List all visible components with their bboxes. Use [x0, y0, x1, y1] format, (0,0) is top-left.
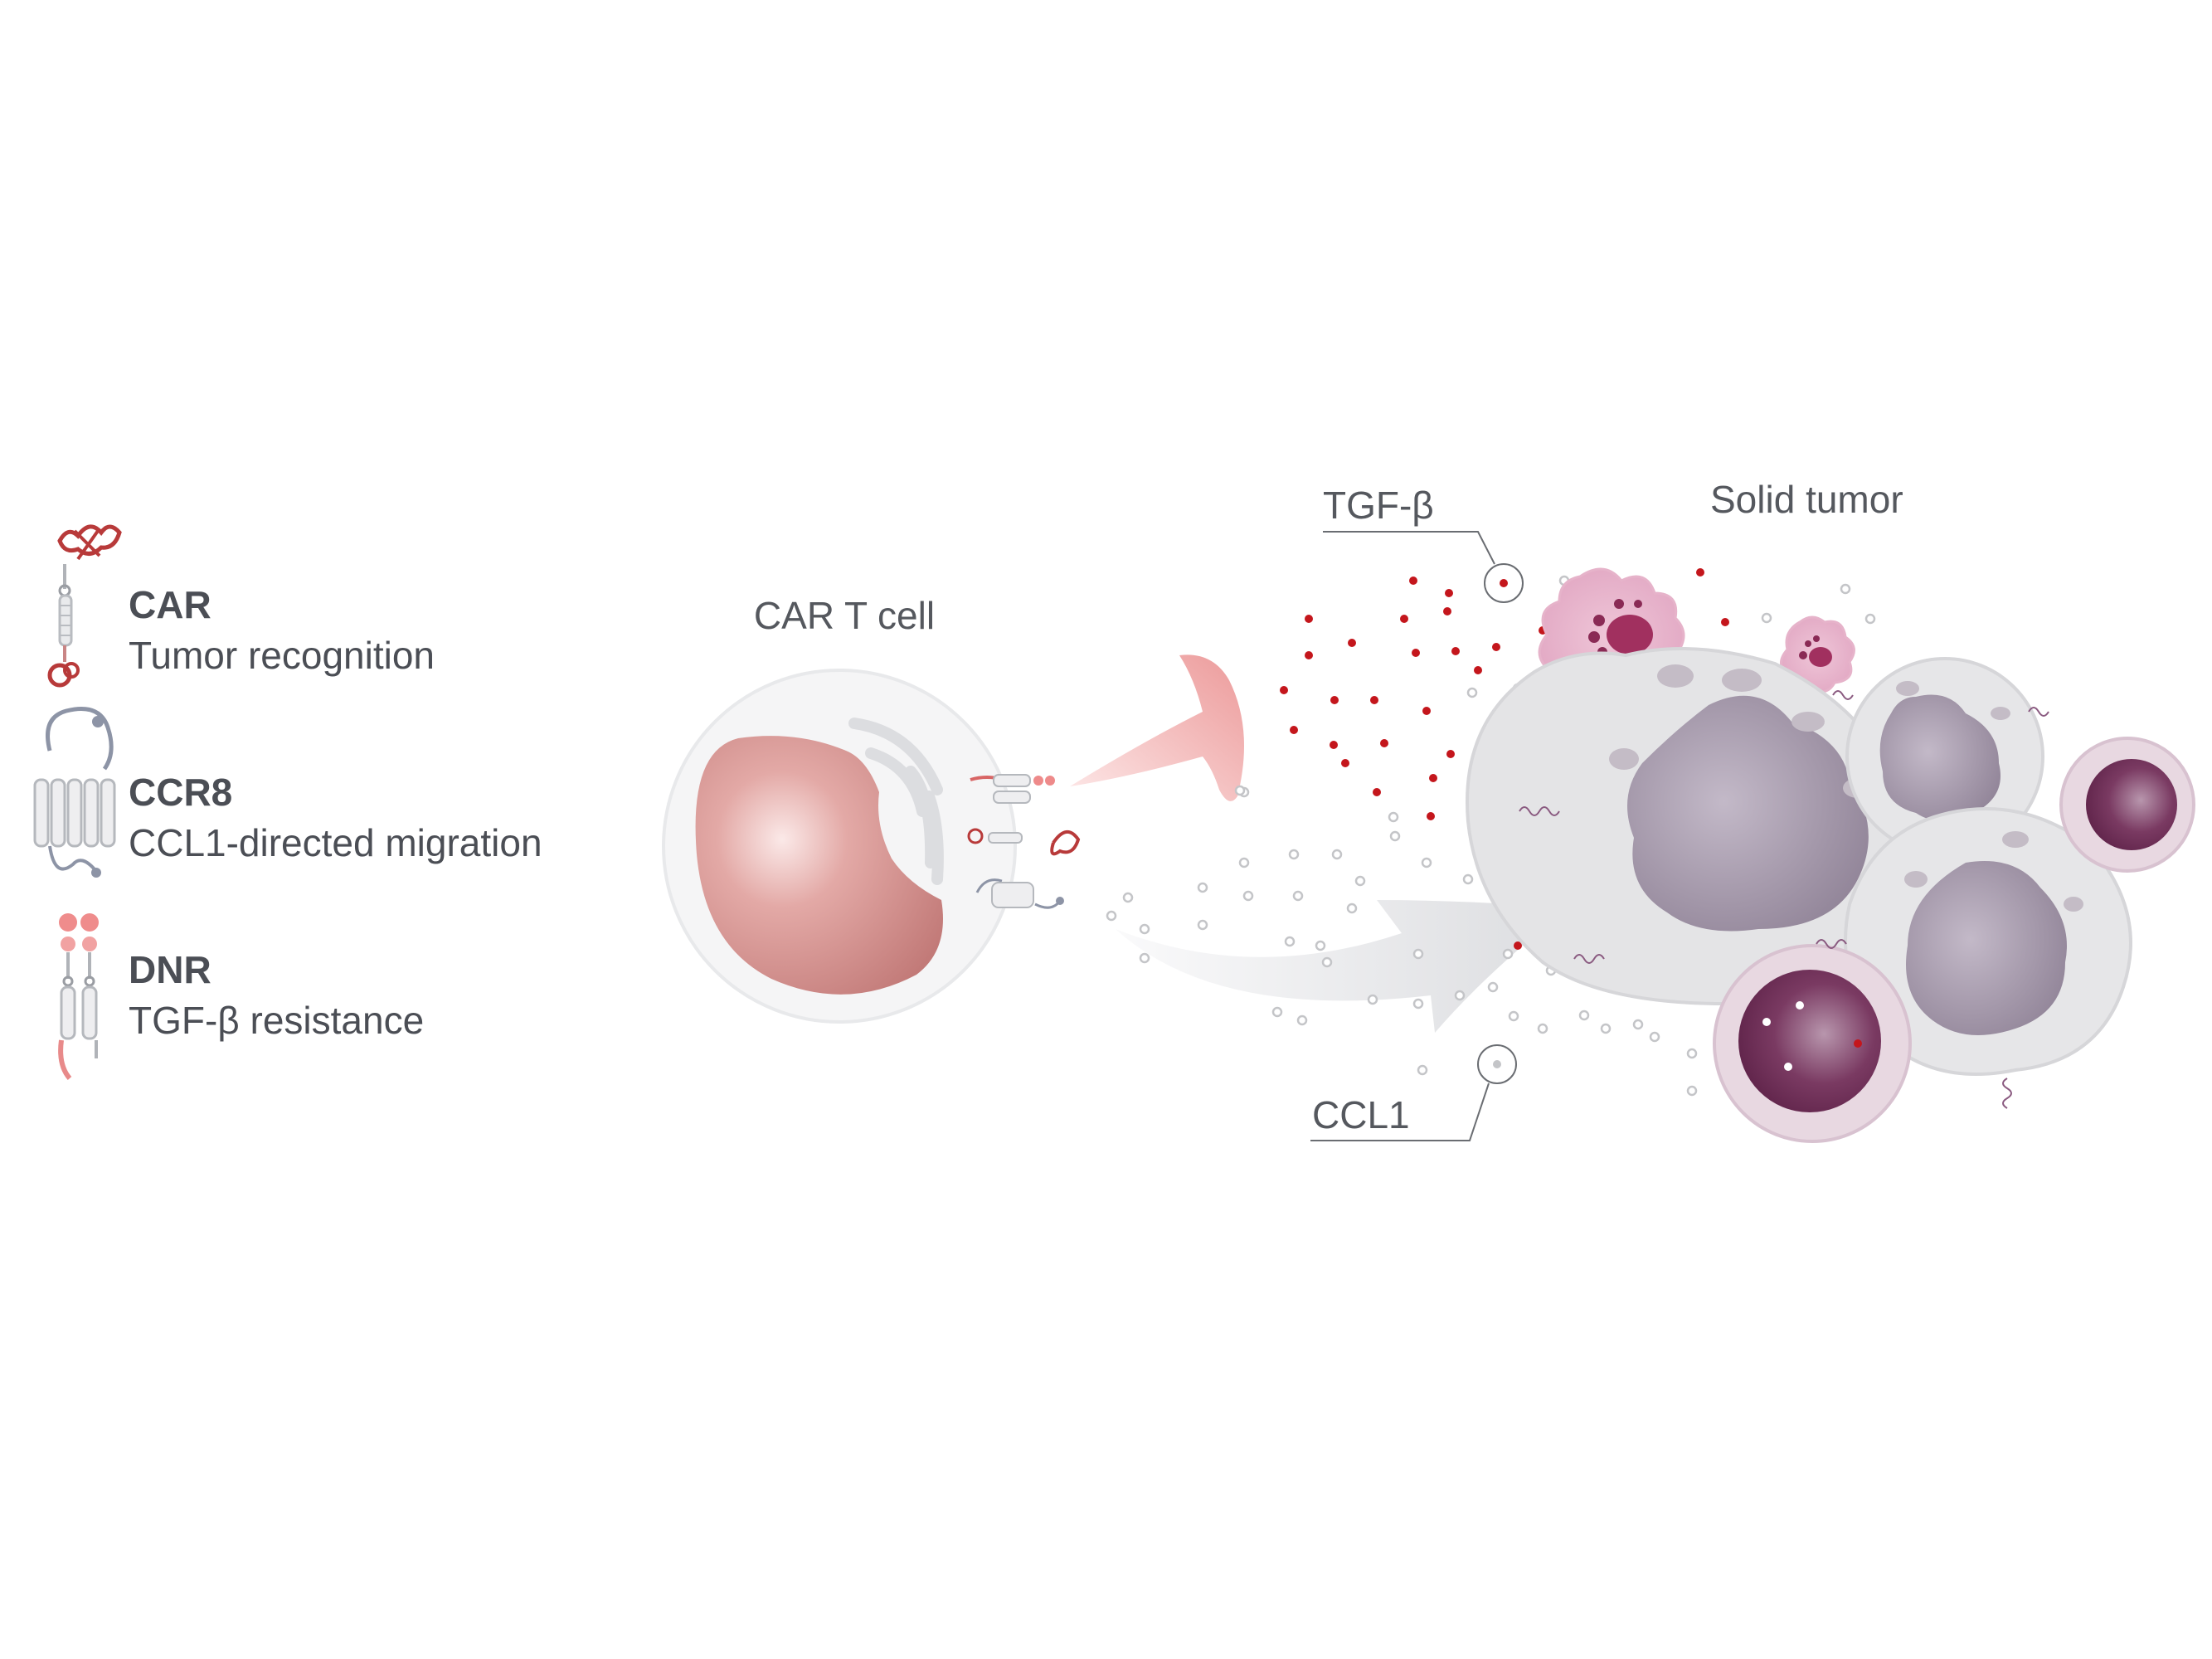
ccl1-dot: [1840, 583, 1851, 595]
tgf-beta-dot: [1721, 618, 1729, 626]
ccl1-dot: [1296, 1014, 1308, 1026]
ccl1-dot: [1354, 875, 1366, 887]
ccl1-dot: [1632, 1019, 1644, 1030]
ccl1-dot: [1487, 981, 1499, 993]
tumor-cell-upper-right: [1845, 657, 2044, 856]
ccl1-dot: [1331, 849, 1343, 860]
ccl1-dot: [1686, 1085, 1698, 1097]
ccl1-dot: [1139, 923, 1150, 935]
tgf-beta-dot: [1492, 643, 1500, 651]
ccl1-dot: [1388, 811, 1399, 823]
ccl1-dot: [1389, 830, 1401, 842]
ccl1-dot: [1197, 919, 1208, 931]
ccl1-dot: [1412, 948, 1424, 960]
tgf-beta-dot: [1380, 739, 1388, 747]
legend-dnr-description: TGF-β resistance: [129, 999, 424, 1042]
tgf-beta-dot: [1400, 615, 1408, 623]
ccl1-dot: [1462, 873, 1474, 885]
ccl1-dot: [1139, 952, 1150, 964]
tgf-beta-dot: [1330, 696, 1339, 704]
legend-ccr8-description: CCL1-directed migration: [129, 821, 542, 864]
golgi-apparatus: [848, 718, 944, 885]
tgf-beta-dot: [1429, 774, 1437, 782]
car-t-cell: CAR T cell: [662, 594, 1081, 1024]
tgf-beta-dot: [1696, 568, 1704, 577]
ccl1-dot: [1271, 1006, 1283, 1018]
tgf-beta-dot: [1348, 639, 1356, 647]
ccl1-dot: [1649, 1031, 1660, 1043]
tumor-cell-lower-right: [1844, 807, 2132, 1076]
legend-car-description: Tumor recognition: [129, 634, 435, 677]
macrophage-small: [1780, 615, 1855, 693]
ccl1-dot: [1761, 612, 1772, 624]
ccr8-receptor-icon: [33, 707, 116, 878]
ccl1-dot: [1292, 890, 1304, 902]
ccl1-dot: [1537, 1023, 1548, 1034]
ccl1-dot: [1421, 857, 1432, 868]
surface-receptors: [967, 774, 1081, 909]
ccl1-dot: [1864, 613, 1876, 625]
ccl1-dot: [1412, 998, 1424, 1010]
ccl1-dot: [1508, 1010, 1519, 1022]
tgf-beta-dot: [1341, 759, 1349, 767]
tgf-beta-dot: [1451, 647, 1460, 655]
ccl1-migration-arrow: [1116, 900, 1568, 1033]
ccl1-dot: [1288, 849, 1300, 860]
ccl1-dot: [1122, 892, 1134, 903]
tgf-beta-dot: [1446, 750, 1455, 758]
tgf-beta-dot: [1443, 607, 1451, 615]
tgf-beta-dot: [1280, 686, 1288, 694]
ccl1-dot: [1197, 882, 1208, 893]
car-receptor-icon: [47, 524, 122, 688]
tgf-beta-dot: [1514, 941, 1522, 950]
ccl1-dot: [1367, 994, 1378, 1005]
ccl1-dot: [1502, 948, 1514, 960]
car-t-cell-label: CAR T cell: [754, 594, 935, 637]
tumor-cell-dark-bottom: [1713, 944, 1912, 1143]
ccl1-dot: [1578, 1010, 1590, 1021]
legend-dnr-title: DNR: [129, 948, 211, 991]
tgf-beta-dot: [1290, 726, 1298, 734]
ccl1-dot: [1234, 785, 1246, 796]
tgf-beta-dot: [1445, 589, 1453, 597]
tgf-beta-dot: [1370, 696, 1378, 704]
car-t-cell-nucleus: [695, 736, 943, 995]
ccl1-dot: [1454, 990, 1466, 1001]
tgf-beta-dot: [1422, 707, 1431, 715]
tgf-beta-arrow: [1070, 654, 1244, 801]
tgf-beta-dot: [1474, 666, 1482, 674]
tgf-beta-dot: [1412, 649, 1420, 657]
ccl1-dot: [1346, 902, 1358, 914]
legend: CAR Tumor recognition CCR8 CCL1-directed…: [33, 524, 542, 1080]
ccl1-dot: [1600, 1023, 1612, 1034]
tgf-beta-dot: [1305, 615, 1313, 623]
tgf-beta-dot: [1373, 788, 1381, 796]
tgf-beta-dot: [1330, 741, 1338, 749]
ccl1-dot: [1686, 1048, 1698, 1059]
ccl1-label: CCL1: [1312, 1093, 1410, 1136]
tgf-beta-dot: [1427, 812, 1435, 820]
solid-tumor-label: Solid tumor: [1710, 478, 1903, 521]
ccl1-dot: [1238, 857, 1250, 868]
tgf-beta-callout: TGF-β: [1323, 484, 1524, 603]
ccl1-dot: [1417, 1064, 1428, 1076]
solid-tumor: Solid tumor: [1466, 478, 2195, 1143]
ccl1-dot: [1242, 890, 1254, 902]
ccl1-dot: [1321, 956, 1333, 968]
tumor-cell-dark-right: [2059, 737, 2195, 873]
tumor-surface-ligands: [1519, 690, 2049, 1109]
ccl1-callout: CCL1: [1310, 1044, 1517, 1141]
ccl1-dot: [1106, 910, 1117, 922]
legend-car-title: CAR: [129, 583, 211, 626]
tgf-beta-dot: [1305, 651, 1313, 659]
tgf-beta-dot: [1409, 577, 1417, 585]
dnr-receptor-icon: [58, 913, 99, 1080]
ccl1-dot: [1315, 940, 1326, 951]
tumor-cell-large: [1466, 647, 1914, 1007]
legend-ccr8-title: CCR8: [129, 771, 232, 814]
tgf-beta-label: TGF-β: [1323, 484, 1434, 527]
ccl1-dot: [1284, 936, 1296, 947]
ccl1-dot: [1466, 687, 1478, 698]
